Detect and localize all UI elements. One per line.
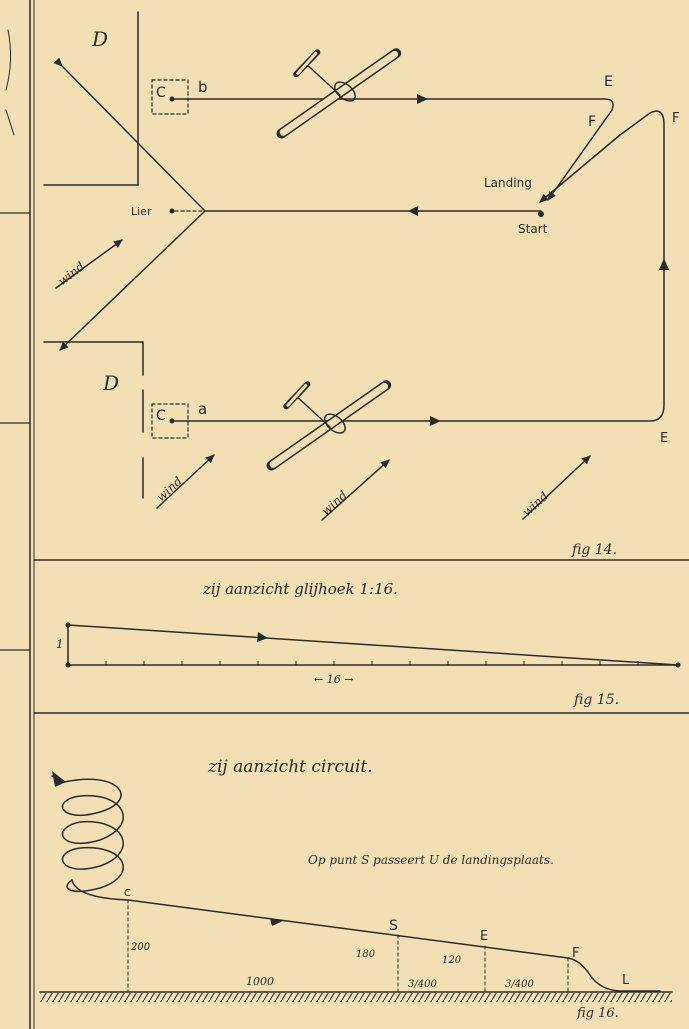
distance-s1: 3/400 xyxy=(408,979,437,990)
wind-arrow xyxy=(55,239,123,289)
label-e-top: E xyxy=(604,74,613,90)
wind-arrow xyxy=(522,455,591,520)
fig14-top-view: D D C C b a E F F E Landing Start Lier w… xyxy=(43,11,679,558)
spiral-descent xyxy=(51,775,124,892)
wind-label: wind xyxy=(154,474,186,504)
winch-point xyxy=(169,208,175,214)
cable-upper xyxy=(53,57,206,212)
fig15-glide-angle: zij aanzicht glijhoek 1:16. 1 ← 16 → f xyxy=(56,580,681,708)
point-c: C xyxy=(124,888,131,899)
height-200: 200 xyxy=(130,942,151,953)
height-180: 180 xyxy=(356,949,376,960)
ground-hatching xyxy=(40,993,672,1002)
descent-path xyxy=(71,879,661,992)
label-f-outer: F xyxy=(672,111,679,126)
glider-icon-bottom xyxy=(266,380,392,471)
point-l: L xyxy=(622,973,630,988)
height-label: 1 xyxy=(56,637,64,651)
scale-ticks xyxy=(105,661,639,665)
label-start: Start xyxy=(518,222,548,236)
label-c-top: C xyxy=(156,85,166,101)
label-d-bottom: D xyxy=(102,371,119,395)
fig15-caption: fig 15. xyxy=(573,692,619,708)
distance-s2: 3/400 xyxy=(505,979,534,990)
point-s: S xyxy=(389,918,398,934)
wind-label: wind xyxy=(319,488,351,518)
height-120: 120 xyxy=(442,955,462,966)
fig16-title: zij aanzicht circuit. xyxy=(207,757,373,777)
circuit-a xyxy=(171,110,665,422)
fig15-title: zij aanzicht glijhoek 1:16. xyxy=(202,580,398,598)
label-d-top: D xyxy=(91,27,108,51)
cable-lower xyxy=(59,210,206,351)
fig16-circuit-side-view: zij aanzicht circuit. Op punt S passeert… xyxy=(39,757,673,1021)
label-b: b xyxy=(198,78,208,96)
point-e: E xyxy=(480,929,488,944)
distance-1000: 1000 xyxy=(246,975,274,988)
label-landing: Landing xyxy=(484,176,532,190)
start-point xyxy=(538,211,544,217)
label-e-bottom: E xyxy=(660,431,668,446)
label-lier: Lier xyxy=(131,205,152,218)
wind-label: wind xyxy=(55,259,87,288)
fig16-note: Op punt S passeert U de landingsplaats. xyxy=(308,853,554,867)
fig14-caption: fig 14. xyxy=(571,542,617,558)
label-f-inner: F xyxy=(588,114,596,130)
label-c-bottom: C xyxy=(156,408,166,424)
wind-label: wind xyxy=(520,489,552,519)
glider-icon-top xyxy=(276,48,402,139)
wind-arrow xyxy=(321,459,390,521)
glide-path xyxy=(67,624,679,666)
label-a: a xyxy=(198,400,207,418)
wind-arrow xyxy=(156,454,215,509)
circuit-b xyxy=(171,98,614,201)
length-label: ← 16 → xyxy=(314,673,353,686)
fig16-caption: fig 16. xyxy=(576,1006,619,1021)
point-f: F xyxy=(572,946,579,961)
